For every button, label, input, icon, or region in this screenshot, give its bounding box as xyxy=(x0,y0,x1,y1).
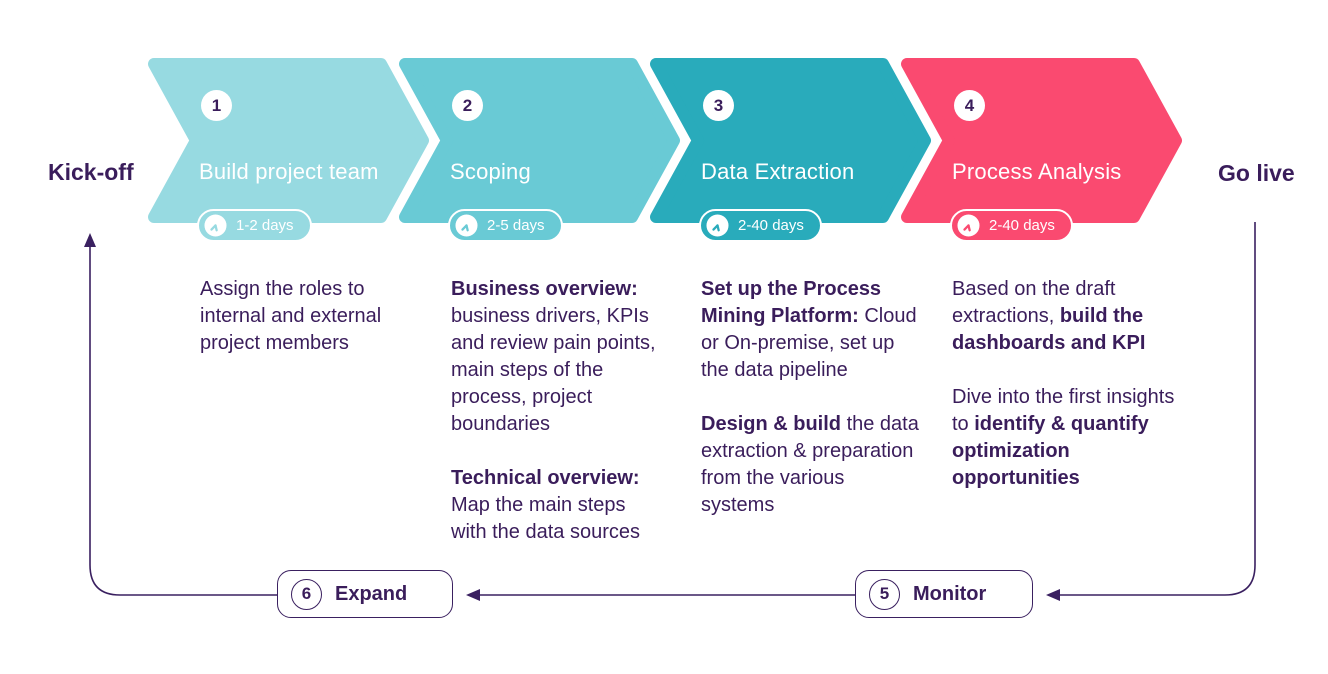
description-text: Dive into the first insights to xyxy=(952,386,1175,435)
phase-scoping: 2 Scoping 2-5 days xyxy=(398,58,681,242)
phase-title: Data Extraction xyxy=(701,159,855,184)
kickoff-label: Kick-off xyxy=(48,159,134,185)
description-paragraph: Design & build the data extraction & pre… xyxy=(701,411,921,519)
clock-icon xyxy=(706,214,729,237)
flow-lines xyxy=(89,222,1256,596)
description-bold-text: build the dashboards and KPI xyxy=(952,305,1146,354)
loop-step-monitor: 5 Monitor xyxy=(855,570,1033,618)
duration-badge: 1-2 days xyxy=(197,209,312,242)
description-paragraph: Dive into the first insights to identify… xyxy=(952,384,1184,492)
golive-label: Go live xyxy=(1218,160,1295,186)
duration-badge: 2-5 days xyxy=(448,209,563,242)
duration-text: 1-2 days xyxy=(236,217,294,234)
phase-data-extraction: 3 Data Extraction 2-40 days xyxy=(649,58,932,242)
description-text: Map the main steps with the data sources xyxy=(451,494,640,543)
description-text: Cloud or On-premise, set up the data pip… xyxy=(701,305,917,381)
description-paragraph: Business overview: business drivers, KPI… xyxy=(451,276,659,438)
phase-number-badge: 1 xyxy=(201,90,232,121)
description-build-project-team: Assign the roles to internal and externa… xyxy=(200,276,415,384)
loop-step-expand: 6 Expand xyxy=(277,570,453,618)
description-bold-text: Business overview: xyxy=(451,278,638,300)
flow-arrowheads xyxy=(84,233,1060,601)
phase-build-project-team: 1 Build project team 1-2 days xyxy=(147,58,430,242)
phase-number-badge: 4 xyxy=(954,90,985,121)
description-text: business drivers, KPIs and review pain p… xyxy=(451,305,656,435)
phase-process-analysis: 4 Process Analysis 2-40 days xyxy=(900,58,1183,242)
arrowhead-up-icon xyxy=(84,233,96,247)
description-process-analysis: Based on the draft extractions, build th… xyxy=(952,276,1184,519)
description-bold-text: identify & quantify optimization opportu… xyxy=(952,413,1149,489)
loop-step-number: 5 xyxy=(869,578,900,610)
flow-line-expand-to-kickoff xyxy=(89,246,277,596)
description-paragraph: Technical overview: Map the main steps w… xyxy=(451,465,659,546)
description-paragraph: Assign the roles to internal and externa… xyxy=(200,276,415,357)
duration-text: 2-5 days xyxy=(487,217,545,234)
phase-title: Process Analysis xyxy=(952,159,1122,184)
phase-number-badge: 3 xyxy=(703,90,734,121)
clock-icon xyxy=(204,214,227,237)
phase-number-badge: 2 xyxy=(452,90,483,121)
description-text: Based on the draft extractions, xyxy=(952,278,1116,327)
arrowhead-left-monitor-icon xyxy=(1046,589,1060,601)
phase-title: Build project team xyxy=(199,159,379,184)
description-scoping: Business overview: business drivers, KPI… xyxy=(451,276,659,573)
loop-step-label: Expand xyxy=(335,582,408,605)
description-text: Assign the roles to internal and externa… xyxy=(200,278,382,354)
clock-icon xyxy=(455,214,478,237)
duration-badge: 2-40 days xyxy=(950,209,1073,242)
description-data-extraction: Set up the Process Mining Platform: Clou… xyxy=(701,276,921,546)
duration-text: 2-40 days xyxy=(989,217,1055,234)
duration-text: 2-40 days xyxy=(738,217,804,234)
flow-line-golive-to-monitor xyxy=(1060,222,1256,596)
description-bold-text: Technical overview: xyxy=(451,467,640,489)
clock-icon xyxy=(957,214,980,237)
loop-step-label: Monitor xyxy=(913,582,987,605)
description-text: the data extraction & preparation from t… xyxy=(701,413,919,516)
arrowhead-left-expand-icon xyxy=(466,589,480,601)
description-paragraph: Based on the draft extractions, build th… xyxy=(952,276,1184,357)
phase-title: Scoping xyxy=(450,159,531,184)
loop-step-number: 6 xyxy=(291,578,322,610)
duration-badge: 2-40 days xyxy=(699,209,822,242)
description-bold-text: Design & build xyxy=(701,413,841,435)
description-bold-text: Set up the Process Mining Platform: xyxy=(701,278,882,327)
description-paragraph: Set up the Process Mining Platform: Clou… xyxy=(701,276,921,384)
